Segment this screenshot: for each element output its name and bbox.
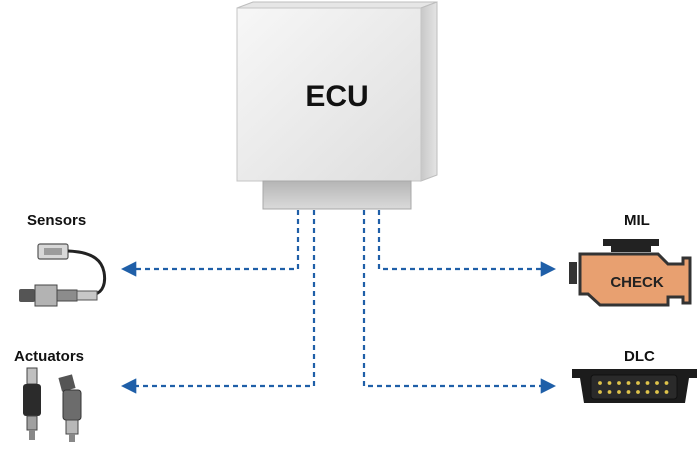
fuel-injector-icon [23,367,82,442]
connector-pin [598,381,602,385]
check-engine-icon: CHECK [569,239,692,307]
connector-pin [664,390,669,394]
mil-signal-line-a [362,210,557,394]
connector-pins-bottom [598,390,669,394]
obd-connector-icon [572,369,697,403]
connector-pin [645,390,650,394]
connector-pin [607,381,612,385]
mil-lamp-text: CHECK [610,274,664,291]
sensors-signal-line [120,210,300,277]
connector-pin [655,381,659,385]
connector-pin [617,381,621,385]
mil-label: MIL [624,212,650,229]
ecu-connector-port [262,180,412,210]
oxygen-sensor-icon [19,243,107,307]
connector-pin [664,381,669,385]
connector-pin [617,390,621,394]
sensors-label: Sensors [27,212,87,229]
connector-pin [598,390,602,394]
connector-pin [636,390,640,394]
connector-pin [607,390,612,394]
dlc-label: DLC [624,348,655,365]
connector-pin [626,381,631,385]
dlc-signal-line [377,210,557,277]
connector-pins-top [598,381,669,385]
connector-pin [626,390,631,394]
signal-lines [120,210,557,394]
connector-pin [645,381,650,385]
actuators-label: Actuators [14,348,85,365]
connector-pin [655,390,659,394]
actuators-signal-line [120,210,316,394]
ecu-module: ECU [236,1,438,210]
ecu-label: ECU [305,80,368,113]
connector-pin [636,381,640,385]
